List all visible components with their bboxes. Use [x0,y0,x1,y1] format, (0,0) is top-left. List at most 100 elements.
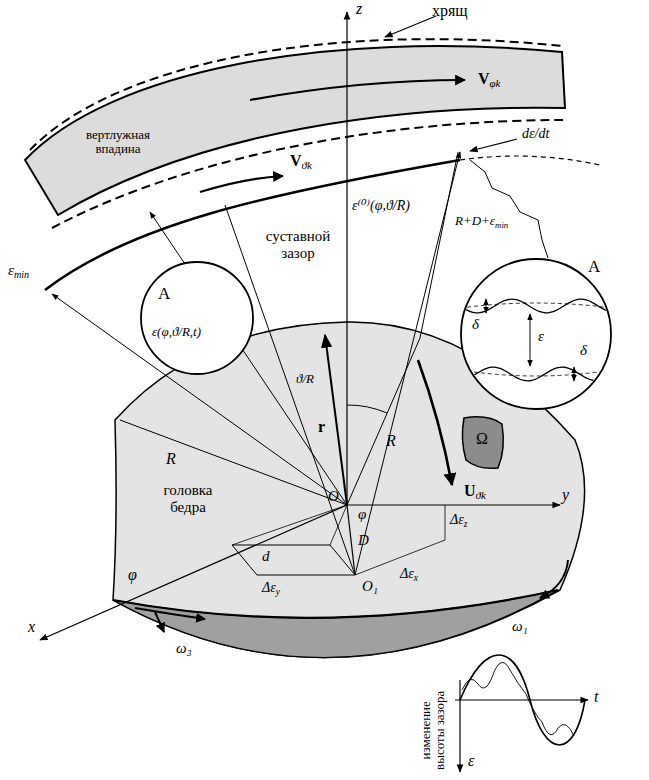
math-label: Δεx [400,566,418,583]
text-part: V [478,70,490,87]
math-label: ε⁽⁰⁾(φ,ϑ/R) [352,198,410,213]
radius-line [52,294,347,505]
cartilage-band [25,46,565,215]
radius-label: R [386,432,396,450]
node-outline [460,258,612,410]
velocity-arrow [200,176,283,192]
math-label: Δεy [262,580,280,597]
graph-axis [455,699,588,700]
math-label: d [262,548,270,565]
text-part: Δε [262,580,276,595]
subscript-part: y [276,587,280,597]
displacement-line [232,505,347,545]
axis-label: y [562,486,569,504]
x-axis [40,505,347,640]
equator-line [113,590,558,618]
leader-line [385,16,436,37]
subscript-part: ϑk [476,489,486,501]
magnifier-circle: Aε(φ,ϑ/R,t) [140,261,254,375]
acetabulum-surface [45,160,460,290]
radius-label: R [166,450,176,468]
inset-circle [461,259,611,409]
subscript-part: φk [490,77,501,89]
contact-region: Ω [458,414,506,470]
math-label: R+D+εmin [455,214,508,230]
vector-label: Vϑk [290,152,312,172]
detail-inset: Aδ ε δ [460,258,612,410]
node-outline [140,261,254,375]
node-text: Ω [458,430,506,448]
displacement-line [347,505,355,575]
text-part: Δε [450,512,464,527]
subscript-part: ϑk [302,159,312,171]
part-name: хрящ [432,2,468,20]
angle-label: φ [358,506,366,523]
part-name: суставной зазор [255,228,341,261]
text-part: Δε [400,566,414,581]
r-vector [325,335,347,505]
text-part: R+D+ε [455,213,495,228]
magnifier-circle [141,262,253,374]
vector-label: r [318,418,325,436]
angle-label: φ [128,566,137,584]
dimension-arrow [530,314,531,366]
vector-label: Vφk [478,70,500,90]
deformed-outline [52,120,565,228]
math-label: Δεz [450,512,467,529]
subscript-part: min [495,220,508,230]
node-text: δ [472,316,479,333]
axis-title: изменение высоты зазора [419,685,448,775]
axis-label: z [356,0,362,18]
rotation-arrow [135,608,205,619]
angle-label: ϑ/R [296,372,314,386]
radius-line [120,420,347,505]
axis-label: ε [468,752,474,770]
point-label: O₁ [362,578,378,595]
node-text: ε [538,328,544,345]
mean-surface [460,303,612,308]
math-label: dε/dt [522,126,549,141]
head-rim [113,590,558,658]
angular-velocity-label: ω₃ [176,640,192,657]
gap-curve [462,662,574,736]
graph-axis [459,680,460,772]
dimension-arrow [486,299,487,313]
node-text: δ [580,342,587,359]
y-axis [347,504,560,505]
vector-label: Uϑk [464,482,486,502]
part-name: головка бедра [148,482,228,515]
angular-velocity-label: ω₁ [512,618,528,635]
subscript-part: min [14,269,29,280]
velocity-arrow [418,360,452,485]
text-part: U [464,482,476,499]
angle-arc [347,405,387,413]
subscript-part: z [464,519,468,529]
surface-continuation [460,156,600,165]
node-text: A [158,285,170,304]
node-text: ε(φ,ϑ/R,t) [152,325,201,339]
subscript-part: x [414,573,418,583]
math-label: εmin [8,262,29,280]
text-part: V [290,152,302,169]
axis-label: t [594,688,598,706]
surface-roughness [460,367,612,381]
radius-line [347,152,458,505]
math-label: D [358,532,369,549]
cut-line [470,160,548,258]
mean-surface [460,370,612,376]
node-text: A [588,258,600,277]
displacement-box [232,545,355,575]
point-label: O [328,488,339,505]
axis-label: x [28,618,35,636]
leader-line [470,139,517,151]
velocity-arrow [250,80,465,100]
offset-radius-line [225,205,355,575]
rotation-arrow [155,612,164,632]
dimension-arrow [574,367,575,381]
text-part: ε [8,262,14,278]
part-name: вертлужная впадина [68,128,168,157]
surface-roughness [460,299,612,313]
displacement-line [355,505,445,575]
